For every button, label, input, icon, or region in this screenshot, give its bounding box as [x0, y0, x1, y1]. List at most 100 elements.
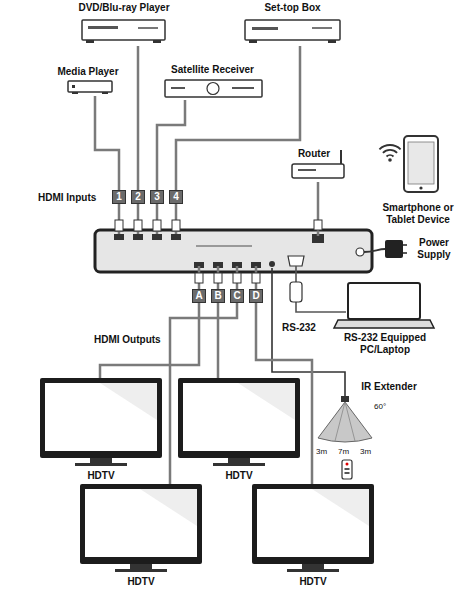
- set-top-box: [245, 20, 340, 40]
- panel-detail: [252, 27, 278, 30]
- ir-jack: [269, 261, 275, 267]
- signal-label: RS-232: [282, 322, 316, 334]
- panel-detail: [232, 87, 254, 89]
- satellite-receiver: [165, 80, 262, 97]
- wifi-dot: [388, 158, 392, 162]
- tv-screen: [257, 489, 369, 557]
- wifi-arc: [379, 145, 400, 149]
- device-label: HDTV: [178, 470, 300, 482]
- tv-glare: [140, 489, 197, 526]
- hdmi-cable: [170, 303, 237, 484]
- hdmi-cable: [217, 303, 220, 378]
- device-box: DVD/Blu-ray Player: [70, 2, 178, 46]
- tv-screen: [85, 489, 197, 557]
- ir-cone-sector: [345, 402, 355, 441]
- range-label: 60°: [374, 402, 386, 412]
- device-label: Power Supply: [410, 237, 458, 261]
- matrix-switch: [95, 230, 372, 272]
- power-adapter: [385, 240, 403, 258]
- remote-led: [346, 463, 349, 466]
- tv-base: [115, 569, 167, 572]
- lan-plug: [314, 220, 322, 230]
- hdmi-plug: [214, 273, 222, 283]
- tv-stand: [302, 564, 324, 569]
- hdmi-plug: [153, 220, 161, 231]
- port-badge: C: [230, 289, 244, 303]
- tv-bezel: [40, 378, 162, 458]
- hdtv-box: HDTV: [40, 378, 162, 482]
- port-badge: 3: [150, 190, 164, 204]
- range-label: 7m: [338, 447, 349, 457]
- hdtv-box: HDTV: [178, 378, 300, 482]
- tv-screen: [45, 383, 157, 451]
- tv-base: [287, 569, 339, 572]
- device-label: 1: [113, 191, 125, 203]
- tv-bezel: [80, 484, 202, 564]
- device-label: Router: [284, 148, 344, 160]
- port-badge: B: [211, 289, 225, 303]
- device-label: 4: [170, 191, 182, 203]
- tablet: [404, 136, 438, 192]
- device-label: D: [250, 290, 262, 302]
- panel-detail: [72, 85, 75, 88]
- device-label: IR Extender: [356, 381, 422, 393]
- power-cord: [364, 249, 385, 252]
- port-badge: 1: [112, 190, 126, 204]
- hdmi-port: [133, 234, 143, 240]
- device-box: Power Supply: [410, 237, 458, 261]
- tv-glare: [100, 383, 157, 420]
- rs232-cable: [296, 266, 346, 312]
- port-badge: 2: [131, 190, 145, 204]
- tv-stand: [228, 458, 250, 463]
- hdmi-plug: [134, 220, 142, 231]
- device-foot: [249, 40, 257, 43]
- range-label: 3m: [360, 447, 371, 457]
- tv-stand: [90, 458, 112, 463]
- hdmi-cable: [157, 100, 185, 190]
- hdtv-box: HDTV: [80, 484, 202, 588]
- disc-tray: [88, 26, 118, 29]
- hdmi-port: [152, 234, 162, 240]
- tablet-screen: [408, 142, 434, 184]
- dvd-player: [82, 20, 165, 40]
- signal-label: HDMI Inputs: [38, 192, 96, 204]
- laptop-screen: [348, 283, 420, 319]
- panel-detail: [171, 87, 185, 89]
- receiver-knob: [207, 83, 219, 95]
- panel-detail: [298, 169, 316, 171]
- wifi-arc: [383, 150, 397, 153]
- adapter-prong: [403, 252, 407, 254]
- panel-detail: [196, 245, 252, 247]
- device-label: HDTV: [40, 470, 162, 482]
- device-foot: [102, 92, 108, 94]
- tv-glare: [312, 489, 369, 526]
- device-label: RS-232 Equipped PC/Laptop: [335, 332, 435, 356]
- signal-label: HDMI Outputs: [94, 334, 161, 346]
- ir-cone-sector: [335, 402, 345, 441]
- device-label: C: [231, 290, 243, 302]
- tv-base: [213, 463, 265, 466]
- device-label: 2: [132, 191, 144, 203]
- device-label: B: [212, 290, 224, 302]
- remote-button: [345, 472, 350, 474]
- hdtv-box: HDTV: [252, 484, 374, 588]
- port-badge: A: [192, 289, 206, 303]
- hdmi-plug: [195, 273, 203, 283]
- router-antenna: [340, 150, 342, 164]
- device-box: Smartphone or Tablet Device: [376, 132, 460, 226]
- ir-cable: [272, 268, 345, 397]
- device-label: DVD/Blu-ray Player: [70, 2, 178, 14]
- hdmi-cable: [95, 96, 119, 190]
- port-badge: 4: [169, 190, 183, 204]
- range-label: 3m: [316, 447, 327, 457]
- power-jack: [356, 248, 364, 256]
- device-label: HDTV: [252, 576, 374, 588]
- device-box: Set-top Box: [245, 2, 340, 46]
- hdmi-plug: [233, 273, 241, 283]
- device-label: 3: [151, 191, 163, 203]
- device-foot: [72, 92, 78, 94]
- adapter-prong: [403, 244, 407, 246]
- tv-bezel: [178, 378, 300, 458]
- hdmi-port: [114, 234, 124, 240]
- wifi-arc: [387, 155, 394, 156]
